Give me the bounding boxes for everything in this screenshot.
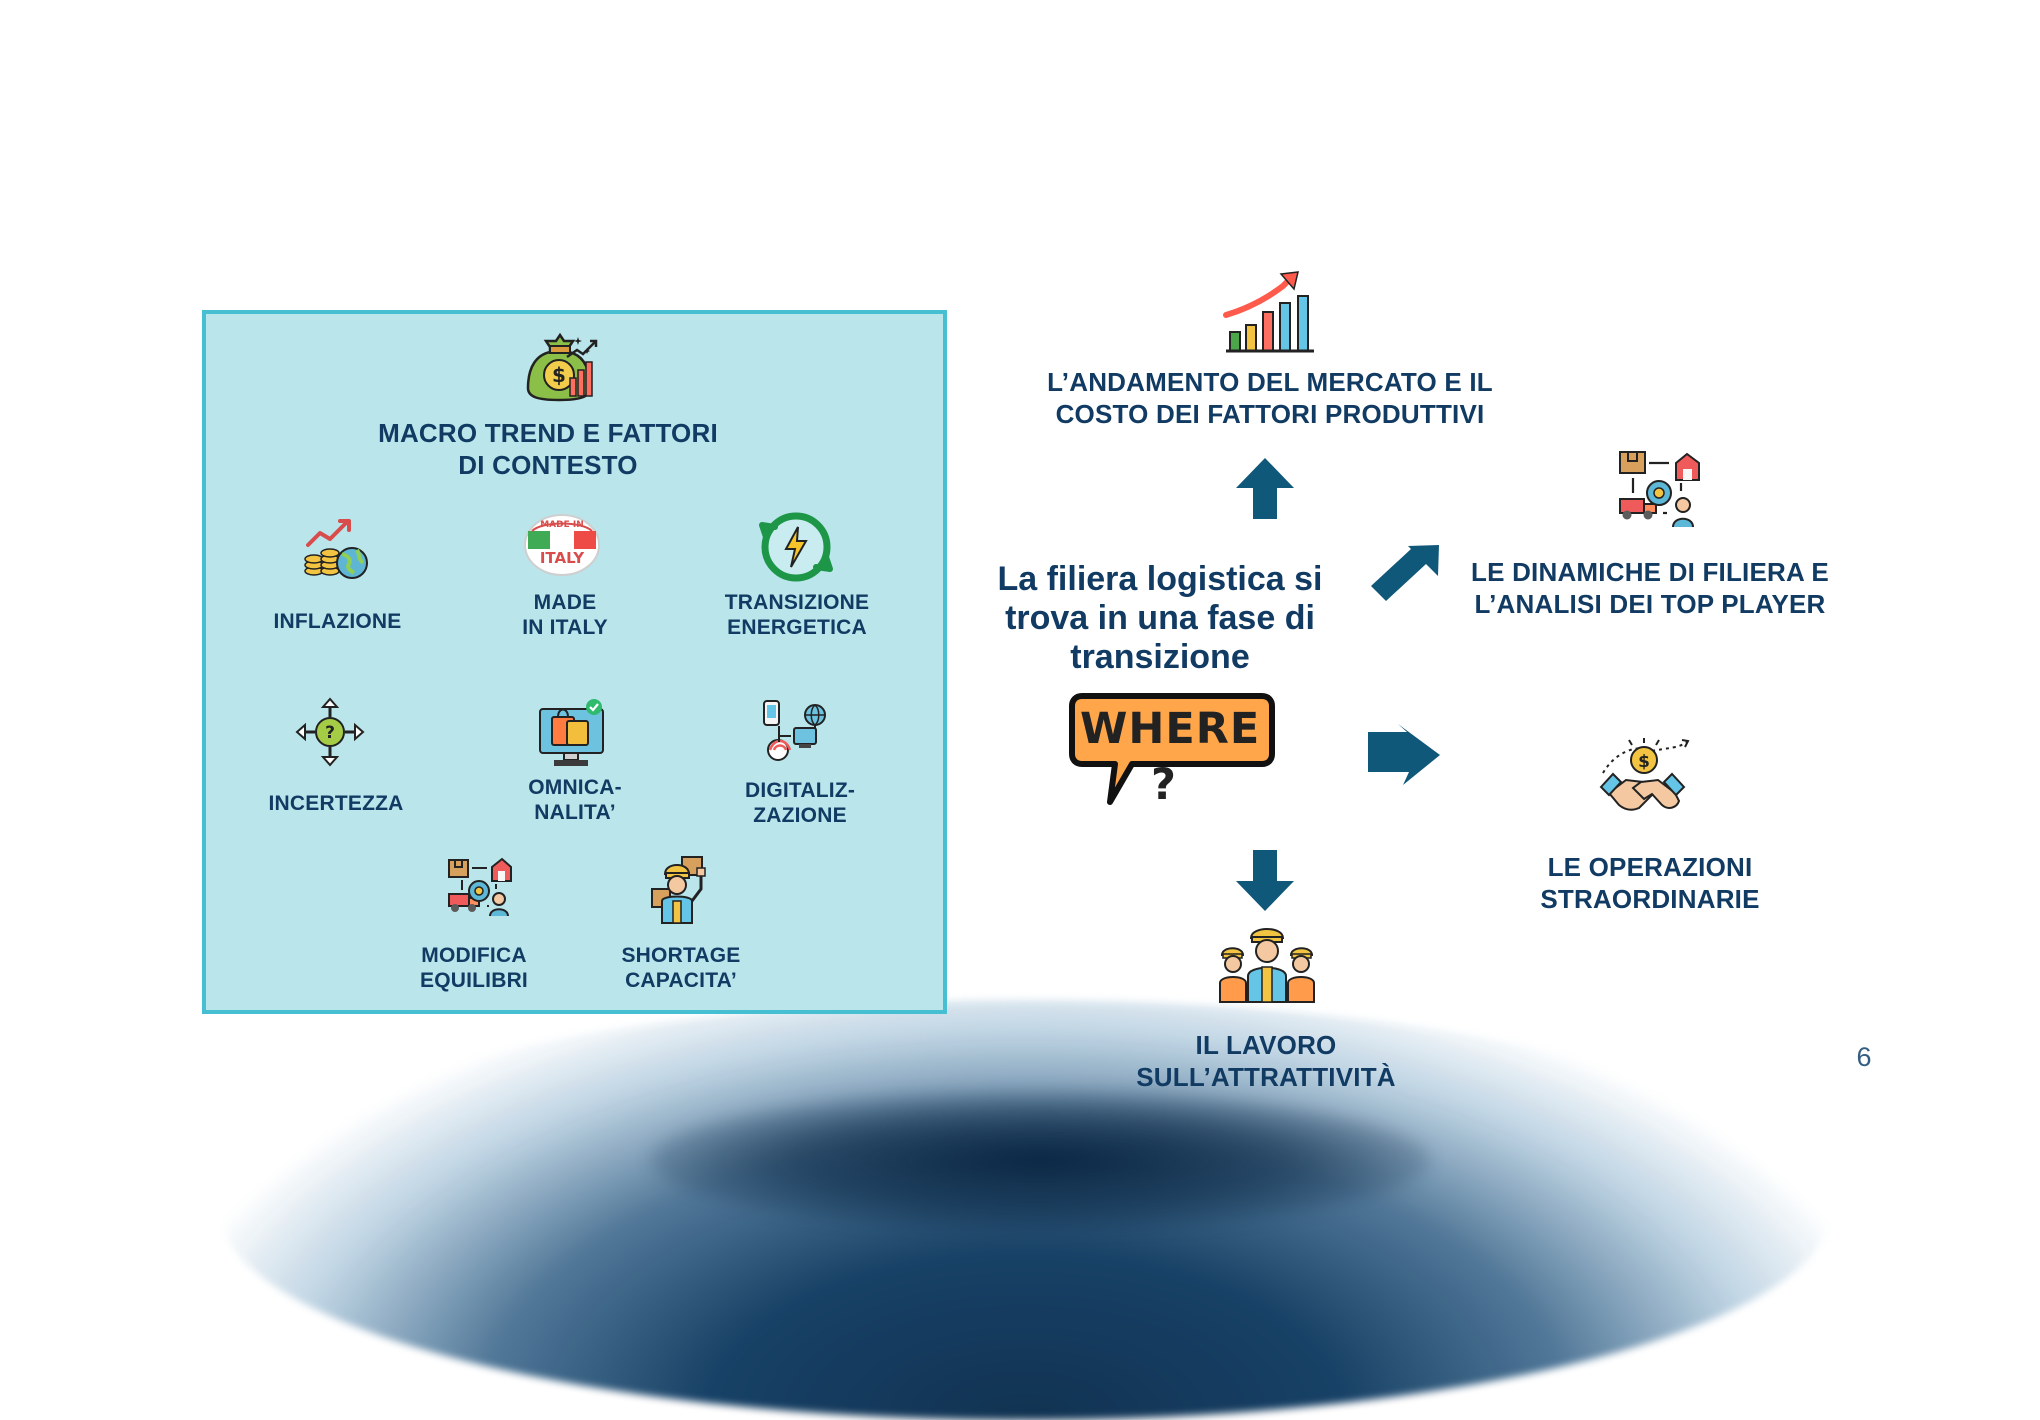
energy-transition-icon [758, 509, 834, 585]
supply-chain-balance-icon [444, 856, 514, 918]
shortage-capacity-label-line-1: SHORTAGE [621, 944, 741, 967]
energy-transition-label: TRANSIZIONE ENERGETICA [704, 590, 890, 640]
energy-transition-label-line-1: TRANSIZIONE [724, 591, 870, 614]
shortage-capacity-label: SHORTAGE CAPACITA’ [596, 943, 766, 993]
macro-trend-title: MACRO TREND E FATTORI DI CONTESTO [308, 417, 788, 481]
supply-chain-dynamics-label-line-1: LE DINAMICHE DI FILIERA E [1471, 557, 1829, 587]
energy-transition-label-line-2: ENERGETICA [727, 616, 867, 639]
inflation-label: INFLAZIONE [255, 609, 420, 634]
macro-trend-title-line-2: DI CONTESTO [458, 450, 638, 480]
arrow-up-right-icon [1369, 544, 1441, 606]
supply-chain-dynamics-label-line-2: L’ANALISI DEI TOP PLAYER [1474, 589, 1826, 619]
omnichannel-icon [536, 697, 610, 769]
workers-icon [1218, 918, 1316, 1006]
transition-statement: La filiera logistica si trova in una fas… [960, 560, 1360, 677]
supply-chain-dynamics-label: LE DINAMICHE DI FILIERA E L’ANALISI DEI … [1435, 556, 1865, 620]
transition-statement-line-1: La filiera logistica si [997, 560, 1323, 598]
omnichannel-label-line-1: OMNICA- [528, 776, 622, 799]
market-cost-label: L’ANDAMENTO DEL MERCATO E IL COSTO DEI F… [1010, 366, 1530, 430]
inflation-icon [302, 515, 372, 587]
money-bag-growth-icon: $ [520, 330, 600, 405]
digitalization-label-line-2: ZAZIONE [753, 804, 847, 827]
omnichannel-label: OMNICA- NALITA’ [500, 775, 650, 825]
omnichannel-label-line-2: NALITA’ [534, 801, 616, 824]
svg-text:$: $ [1638, 752, 1650, 772]
supply-chain-icon [1615, 449, 1703, 529]
shortage-capacity-label-line-2: CAPACITA’ [625, 969, 737, 992]
market-cost-label-line-2: COSTO DEI FATTORI PRODUTTIVI [1055, 399, 1485, 429]
arrow-down-right-icon [1366, 724, 1441, 785]
supply-chain-balance-label-line-2: EQUILIBRI [420, 969, 528, 992]
svg-text:$: $ [552, 363, 566, 387]
work-attractiveness-label-line-2: SULL’ATTRATTIVITÀ [1136, 1062, 1396, 1092]
digitalization-icon [760, 697, 832, 767]
market-cost-label-line-1: L’ANDAMENTO DEL MERCATO E IL [1047, 367, 1493, 397]
uncertainty-label-line-1: INCERTEZZA [268, 792, 404, 815]
extraordinary-operations-label-line-2: STRAORDINARIE [1540, 884, 1760, 914]
handshake-deal-icon: $ [1595, 738, 1690, 827]
macro-trend-title-line-1: MACRO TREND E FATTORI [378, 418, 718, 448]
arrow-up-icon [1234, 456, 1296, 521]
digitalization-label-line-1: DIGITALIZ- [744, 779, 856, 802]
transition-statement-line-2: trova in una fase di [1005, 599, 1315, 637]
italy-badge-text: ITALY [540, 549, 585, 567]
made-in-italy-icon: MADE IN ITALY [522, 513, 602, 578]
made-in-italy-label: MADE IN ITALY [490, 590, 640, 640]
arrow-down-icon [1234, 848, 1296, 913]
extraordinary-operations-label-line-1: LE OPERAZIONI [1547, 852, 1753, 882]
supply-chain-balance-label-line-1: MODIFICA [421, 944, 527, 967]
page-number: 6 [1856, 1042, 1872, 1072]
shortage-capacity-icon [642, 853, 718, 925]
macro-trend-panel [202, 310, 947, 1014]
work-attractiveness-label-line-1: IL LAVORO [1195, 1030, 1337, 1060]
extraordinary-operations-label: LE OPERAZIONI STRAORDINARIE [1510, 851, 1790, 915]
transition-statement-line-3: transizione [1070, 638, 1250, 676]
svg-text:?: ? [325, 723, 335, 743]
made-in-italy-label-line-1: MADE [533, 591, 597, 614]
market-growth-icon [1218, 268, 1320, 357]
where-label: WHERE ? [1080, 704, 1261, 810]
made-in-badge-text: MADE IN [540, 520, 584, 530]
supply-chain-balance-label: MODIFICA EQUILIBRI [390, 943, 558, 993]
inflation-label-line-1: INFLAZIONE [273, 610, 402, 633]
made-in-italy-label-line-2: IN ITALY [522, 616, 608, 639]
digitalization-label: DIGITALIZ- ZAZIONE [720, 778, 880, 828]
uncertainty-icon: ? [295, 697, 365, 767]
bottom-gradient-shadow [650, 1090, 1430, 1230]
work-attractiveness-label: IL LAVORO SULL’ATTRATTIVITÀ [1110, 1029, 1422, 1093]
uncertainty-label: INCERTEZZA [256, 791, 416, 816]
where-speech-bubble [1068, 686, 1278, 809]
